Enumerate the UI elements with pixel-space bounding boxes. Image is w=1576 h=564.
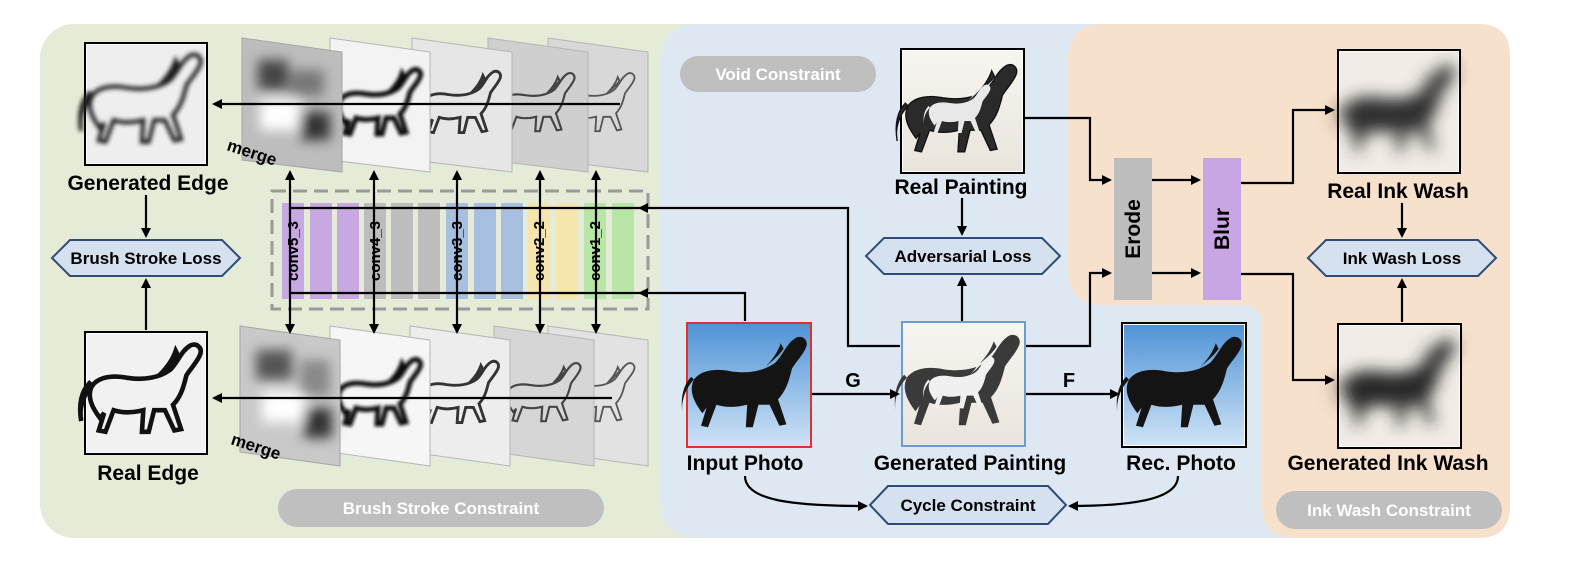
real-ink-wash-image xyxy=(1334,49,1461,174)
erode-label: Erode xyxy=(1122,199,1145,259)
blur-label: Blur xyxy=(1211,208,1234,250)
generated-painting-to-erode-arrow xyxy=(1026,268,1112,348)
generated-ink-wash-image xyxy=(1334,323,1462,449)
real-painting-label: Real Painting xyxy=(894,176,1027,199)
rec-photo-label: Rec. Photo xyxy=(1126,452,1236,475)
input-photo-to-vgg-arrow xyxy=(638,288,747,321)
input-photo-image xyxy=(681,322,812,448)
erode-block xyxy=(1114,158,1152,300)
generator-f-label: F xyxy=(1063,370,1075,392)
real-painting-to-erode-arrow xyxy=(1025,116,1112,185)
cycle-constraint-label: Cycle Constraint xyxy=(900,496,1035,515)
layer-feature-arrows xyxy=(285,170,601,334)
ink-wash-constraint-label: Ink Wash Constraint xyxy=(1307,501,1471,520)
brush-stroke-loss-hexagon: Brush Stroke Loss xyxy=(50,239,242,277)
ink-wash-loss-hexagon: Ink Wash Loss xyxy=(1306,239,1498,277)
layer-block-conv2_2-b xyxy=(556,203,578,299)
rec-photo-to-cycle-arrow xyxy=(1068,475,1180,511)
brush-stroke-constraint-pill xyxy=(278,489,604,527)
void-constraint-pill xyxy=(680,56,876,92)
blur-to-real-ink-wash-arrow xyxy=(1241,105,1335,185)
blur-to-generated-ink-wash-arrow xyxy=(1241,272,1335,385)
input-photo-label: Input Photo xyxy=(687,452,804,475)
input-photo-to-cycle-arrow xyxy=(743,475,868,511)
ink-wash-loss-label: Ink Wash Loss xyxy=(1343,249,1461,268)
layer-block-conv3_3-c xyxy=(501,203,523,299)
generated-painting-label: Generated Painting xyxy=(874,452,1067,475)
real-painting-image xyxy=(895,48,1025,174)
layer-label-conv5_3: conv5_3 xyxy=(285,221,302,281)
generated-painting-image xyxy=(894,321,1026,447)
generated-ink-wash-label: Generated Ink Wash xyxy=(1287,452,1488,475)
layer-label-conv4_3: conv4_3 xyxy=(367,221,384,281)
layer-block-conv4_3-c xyxy=(418,203,440,299)
ink-wash-constraint-pill xyxy=(1276,491,1502,529)
layer-block-conv1_2-b xyxy=(612,203,634,299)
generated-painting-to-vgg-arrow xyxy=(638,203,900,348)
adversarial-loss-label: Adversarial Loss xyxy=(894,247,1031,266)
void-constraint-label: Void Constraint xyxy=(715,65,841,84)
generator-g-label: G xyxy=(845,370,861,392)
real-ink-wash-label: Real Ink Wash xyxy=(1327,180,1469,203)
brush-stroke-loss-label: Brush Stroke Loss xyxy=(70,249,221,268)
real-edge-label: Real Edge xyxy=(97,462,199,485)
layer-block-conv5_3-b xyxy=(310,203,332,299)
blur-block xyxy=(1203,158,1241,300)
cycle-constraint-hexagon: Cycle Constraint xyxy=(868,485,1068,525)
adversarial-loss-hexagon: Adversarial Loss xyxy=(864,237,1062,275)
generated-edge-label: Generated Edge xyxy=(67,172,228,195)
real-feature-maps xyxy=(239,325,649,467)
real-edge-image xyxy=(80,331,208,455)
layer-block-conv5_3-c xyxy=(337,203,359,299)
layer-block-conv4_3-b xyxy=(391,203,413,299)
layer-block-conv3_3-b xyxy=(474,203,496,299)
generated-edge-image xyxy=(80,42,208,166)
brush-stroke-constraint-label: Brush Stroke Constraint xyxy=(343,499,540,518)
rec-photo-image xyxy=(1116,322,1247,448)
